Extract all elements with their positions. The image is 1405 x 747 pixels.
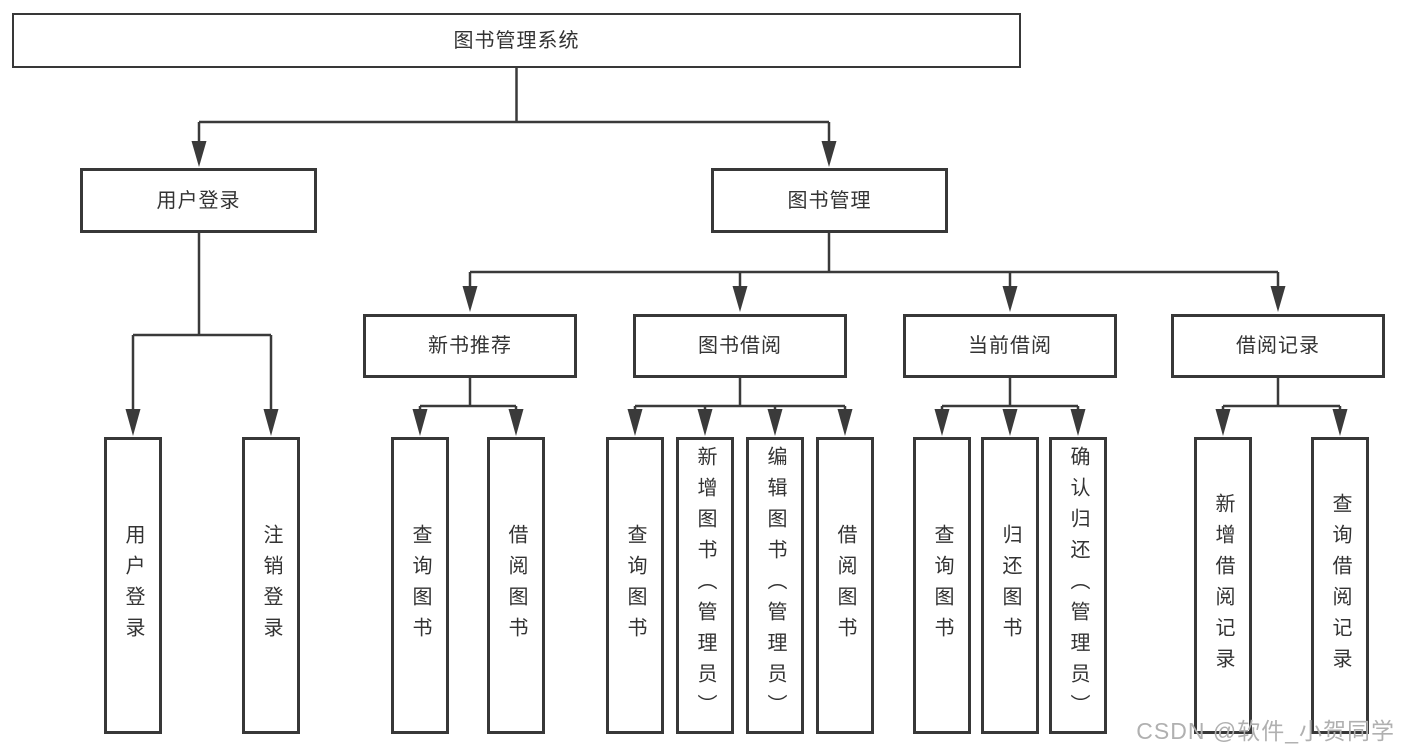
arrowhead	[627, 409, 643, 436]
node-book-borrow: 图书借阅	[633, 314, 847, 378]
arrowhead	[263, 409, 279, 436]
connector-userlogin-to-leaves	[125, 233, 279, 436]
arrowhead	[412, 409, 428, 436]
connector-root-to-level2	[191, 68, 837, 167]
arrowhead	[1002, 409, 1018, 436]
node-book-management: 图书管理	[711, 168, 948, 233]
node-leaf-current-query-book: 查询图书	[913, 437, 971, 734]
node-user-login: 用户登录	[80, 168, 317, 233]
node-leaf-borrow-book: 借阅图书	[816, 437, 874, 734]
connector-bookmgmt-to-level3	[462, 233, 1286, 312]
node-leaf-logout: 注销登录	[242, 437, 300, 734]
csdn-watermark: CSDN @软件_小贺同学	[1136, 718, 1395, 744]
arrowhead	[1070, 409, 1086, 436]
node-leaf-confirm-return-admin: 确认归还（管理员）	[1049, 437, 1107, 734]
connector-borrowrecord-to-leaves	[1215, 378, 1348, 436]
arrowhead	[1332, 409, 1348, 436]
arrowhead	[821, 141, 837, 167]
arrowhead	[697, 409, 713, 436]
node-leaf-newrec-borrow-book: 借阅图书	[487, 437, 545, 734]
node-root: 图书管理系统	[12, 13, 1021, 68]
arrowhead	[732, 286, 748, 312]
connector-currentborrow-to-leaves	[934, 378, 1086, 436]
arrowhead	[934, 409, 950, 436]
node-leaf-user-login: 用户登录	[104, 437, 162, 734]
node-current-borrow: 当前借阅	[903, 314, 1117, 378]
arrowhead	[837, 409, 853, 436]
arrowhead	[191, 141, 207, 167]
node-leaf-add-book-admin: 新增图书（管理员）	[676, 437, 734, 734]
node-leaf-return-book: 归还图书	[981, 437, 1039, 734]
node-borrow-record: 借阅记录	[1171, 314, 1385, 378]
arrowhead	[125, 409, 141, 436]
arrowhead	[1215, 409, 1231, 436]
node-leaf-add-borrow-record: 新增借阅记录	[1194, 437, 1252, 734]
node-leaf-borrow-query-book: 查询图书	[606, 437, 664, 734]
node-leaf-newrec-query-book: 查询图书	[391, 437, 449, 734]
arrowhead	[1270, 286, 1286, 312]
arrowhead	[1002, 286, 1018, 312]
node-leaf-edit-book-admin: 编辑图书（管理员）	[746, 437, 804, 734]
connector-newrec-to-leaves	[412, 378, 524, 436]
connector-bookborrow-to-leaves	[627, 378, 853, 436]
arrowhead	[767, 409, 783, 436]
arrowhead	[462, 286, 478, 312]
node-new-book-recommend: 新书推荐	[363, 314, 577, 378]
node-leaf-query-borrow-record: 查询借阅记录	[1311, 437, 1369, 734]
arrowhead	[508, 409, 524, 436]
